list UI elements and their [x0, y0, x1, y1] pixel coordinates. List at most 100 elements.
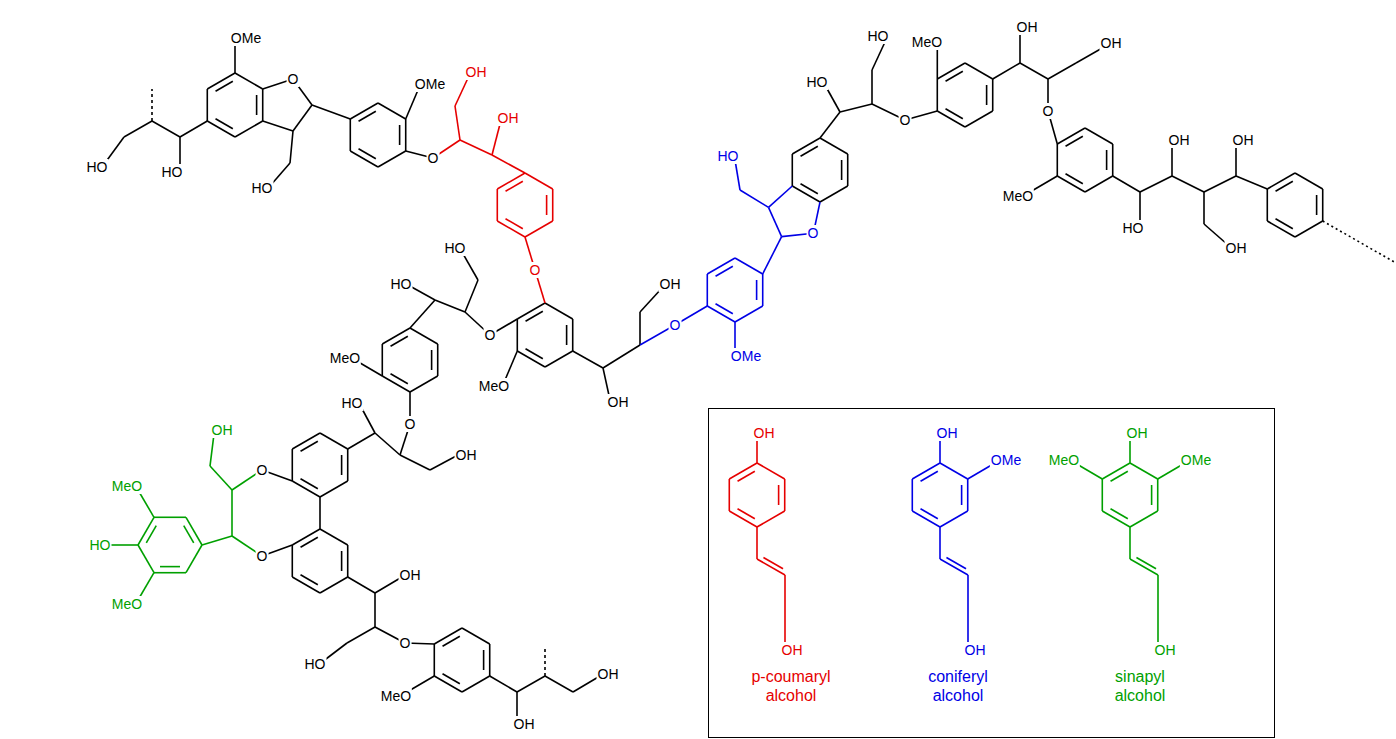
bond: [1066, 174, 1083, 184]
bond: [210, 466, 232, 490]
bond: [292, 529, 320, 545]
bond: [138, 545, 154, 573]
atom-label: MeO: [1048, 452, 1080, 468]
bond: [497, 173, 525, 189]
bond: [348, 433, 375, 449]
bond: [706, 274, 708, 306]
bond: [735, 258, 763, 274]
bond: [301, 575, 318, 585]
bond: [936, 48, 938, 79]
bond: [210, 434, 214, 466]
bond: [792, 138, 820, 154]
bond: [108, 544, 138, 546]
atom-label: O: [484, 327, 497, 343]
bond: [262, 89, 264, 121]
bond: [1048, 63, 1076, 79]
bond: [735, 160, 740, 190]
bond: [1130, 463, 1158, 479]
bond: [359, 111, 376, 121]
bond: [1106, 150, 1108, 170]
bond: [180, 121, 207, 137]
bond: [1136, 557, 1156, 568]
bond: [784, 575, 786, 607]
bond: [1204, 176, 1236, 192]
bond: [1157, 575, 1159, 607]
atom-label: OH: [1016, 19, 1039, 35]
bond: [455, 78, 468, 106]
bond: [1236, 176, 1267, 189]
bond: [939, 440, 941, 463]
bond: [433, 644, 435, 676]
bond: [405, 119, 407, 151]
atom-label: HO: [444, 240, 467, 256]
bond: [516, 319, 518, 351]
bond: [435, 300, 465, 312]
bond: [940, 511, 968, 527]
bond: [1113, 176, 1140, 192]
bond: [707, 306, 735, 322]
bond: [1140, 176, 1172, 192]
bond: [455, 106, 460, 140]
atom-label: O: [669, 317, 682, 333]
bond: [1323, 221, 1396, 263]
bond: [763, 237, 782, 274]
atom-label: O: [899, 112, 912, 128]
bond: [729, 463, 757, 479]
bond: [492, 155, 525, 173]
bond: [757, 511, 785, 527]
bond: [517, 303, 545, 319]
bond: [1056, 144, 1058, 176]
bond: [292, 481, 320, 497]
bond: [391, 336, 408, 346]
atom-label: OH: [659, 276, 682, 292]
bond: [921, 509, 938, 519]
bond: [152, 121, 180, 137]
atom-label: OH: [781, 642, 804, 658]
bond: [497, 221, 525, 237]
atom-label: OH: [597, 666, 620, 682]
bond: [492, 124, 500, 155]
bond: [437, 344, 439, 376]
bond: [937, 63, 965, 79]
bond: [434, 676, 462, 692]
bond: [184, 526, 194, 543]
bond: [138, 490, 154, 517]
bond: [434, 628, 462, 644]
bond: [292, 577, 320, 593]
atom-label: OH: [513, 716, 536, 732]
bond: [319, 497, 321, 529]
bond: [1295, 221, 1323, 237]
bond: [256, 95, 258, 115]
bond: [757, 463, 785, 479]
atom-label: OMe: [990, 452, 1022, 468]
atom-label: MeO: [380, 688, 412, 704]
atom-label: OH: [964, 642, 987, 658]
bond: [1101, 479, 1103, 511]
atom-label: OH: [1100, 35, 1123, 51]
bond: [207, 121, 235, 137]
bond: [939, 527, 941, 559]
bond: [784, 479, 786, 511]
bond: [347, 545, 349, 577]
atom-label: OMe: [230, 30, 262, 46]
bond: [1276, 219, 1293, 229]
bond: [566, 325, 568, 345]
bond: [871, 70, 873, 104]
bond: [1267, 173, 1295, 189]
atom-label: MeO: [1002, 188, 1034, 204]
bond: [399, 125, 401, 145]
bond: [792, 186, 820, 202]
bond: [546, 195, 548, 215]
bond: [207, 73, 235, 89]
atom-label: OH: [1232, 132, 1255, 148]
bond: [1322, 189, 1324, 221]
atom-label: OH: [465, 64, 488, 80]
bond: [506, 219, 523, 229]
bond: [872, 42, 885, 70]
atom-label: O: [287, 71, 300, 87]
atom-label: HO: [341, 395, 364, 411]
bond: [350, 151, 378, 167]
bond: [291, 449, 293, 481]
bond: [545, 303, 573, 319]
bond: [735, 306, 763, 322]
